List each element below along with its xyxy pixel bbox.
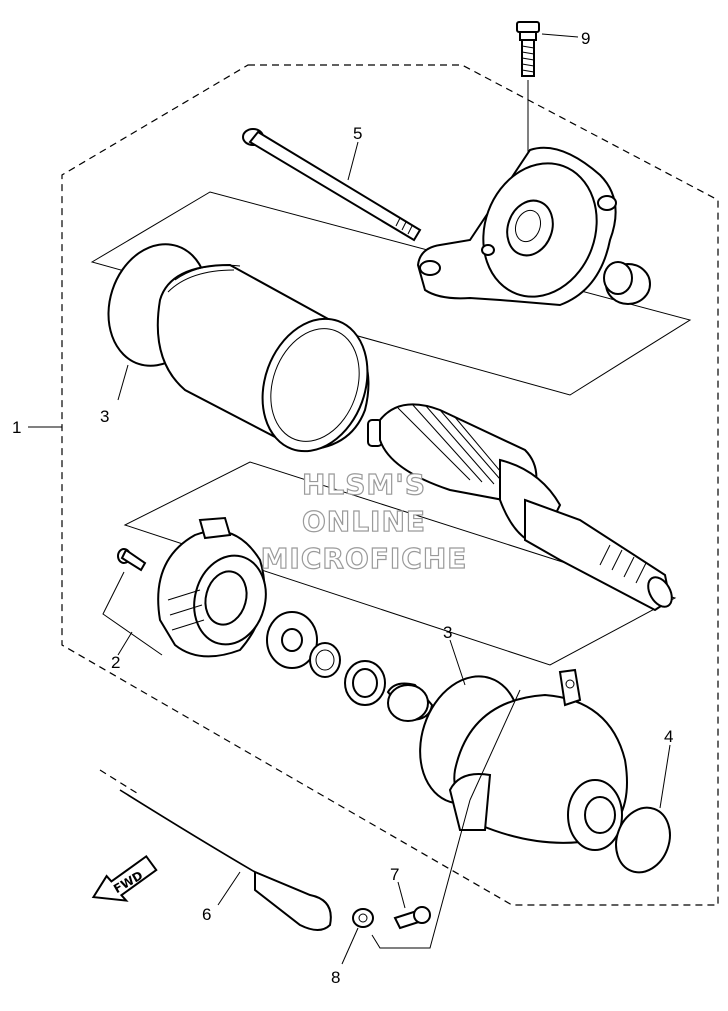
washer-large	[266, 611, 318, 669]
watermark-line-3: MICROFICHE	[261, 542, 468, 575]
brush-holder-plate	[157, 516, 267, 658]
front-cover	[448, 668, 628, 851]
leader-line-4	[659, 744, 671, 809]
bolt-9	[516, 21, 540, 77]
watermark-line-1: HLSM'S	[302, 468, 426, 501]
yoke-housing	[156, 263, 370, 453]
callout-5: 5	[353, 124, 362, 143]
leader-line-3-upper	[117, 364, 129, 401]
needle-bearing	[386, 682, 434, 722]
leader-line-6	[217, 871, 241, 906]
callout-9: 9	[581, 29, 590, 48]
leader-line-3-lower	[449, 639, 466, 686]
fwd-arrow-icon: FWD	[91, 854, 158, 902]
nut-8	[352, 908, 374, 928]
callout-2: 2	[111, 653, 120, 672]
bushing	[603, 261, 651, 305]
assembly-boundary	[61, 64, 719, 906]
rear-cover	[416, 146, 617, 307]
o-ring-small	[615, 806, 671, 874]
callout-3-upper: 3	[100, 407, 109, 426]
group-frame-middle	[123, 461, 677, 666]
terminal-screw-7	[393, 906, 431, 930]
callout-7: 7	[390, 865, 399, 884]
bearing	[344, 660, 386, 706]
washer-small	[309, 642, 341, 678]
leader-line-8	[341, 927, 359, 965]
group-frame-upper	[90, 191, 692, 396]
leader-tick-2	[117, 631, 133, 656]
callout-3-lower: 3	[443, 623, 452, 642]
callout-4: 4	[664, 727, 673, 746]
leader-line-2	[102, 571, 163, 656]
callout-8: 8	[331, 968, 340, 987]
watermark-line-2: ONLINE	[302, 505, 426, 538]
leader-line-5	[347, 141, 359, 181]
through-bolt-5	[242, 128, 422, 242]
leader-line-7	[397, 881, 406, 909]
callout-1: 1	[12, 418, 21, 437]
screw-2	[117, 548, 147, 572]
armature	[367, 403, 673, 612]
leader-line-9-label	[541, 33, 579, 38]
leader-line-front-cover	[469, 689, 521, 801]
leader-line-7-8	[371, 799, 471, 949]
cable-6	[99, 769, 332, 931]
callout-6: 6	[202, 905, 211, 924]
